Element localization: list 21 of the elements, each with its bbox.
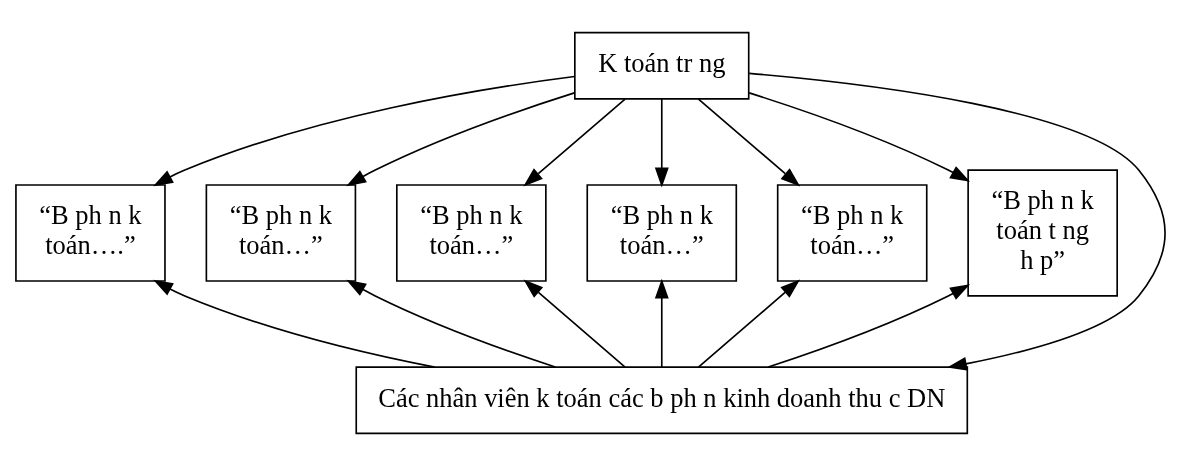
arrow [523, 279, 626, 368]
arrow [748, 92, 971, 182]
arrow [346, 279, 557, 368]
arrow [153, 75, 576, 187]
node-box: K toán tr ng [574, 31, 750, 100]
arrow [767, 284, 971, 368]
arrow [346, 92, 576, 187]
arrow [697, 98, 801, 187]
arrow [654, 278, 669, 368]
arrow [523, 98, 626, 187]
node-box: Các nhân viên k toán các b ph n kinh doanh thu c DN [355, 366, 969, 435]
node-box: “B ph n k toán t ng h p” [967, 169, 1118, 297]
arrow [153, 279, 436, 368]
node-box: “B ph n k toán…” [396, 184, 547, 282]
node-box: “B ph n k toán….” [15, 184, 166, 282]
node-box: “B ph n k toán…” [776, 184, 928, 282]
arrow [697, 279, 801, 368]
arrow [748, 72, 1166, 371]
node-box: “B ph n k toán…” [205, 184, 357, 282]
node-box: “B ph n k toán…” [586, 184, 738, 282]
arrow [654, 98, 669, 188]
